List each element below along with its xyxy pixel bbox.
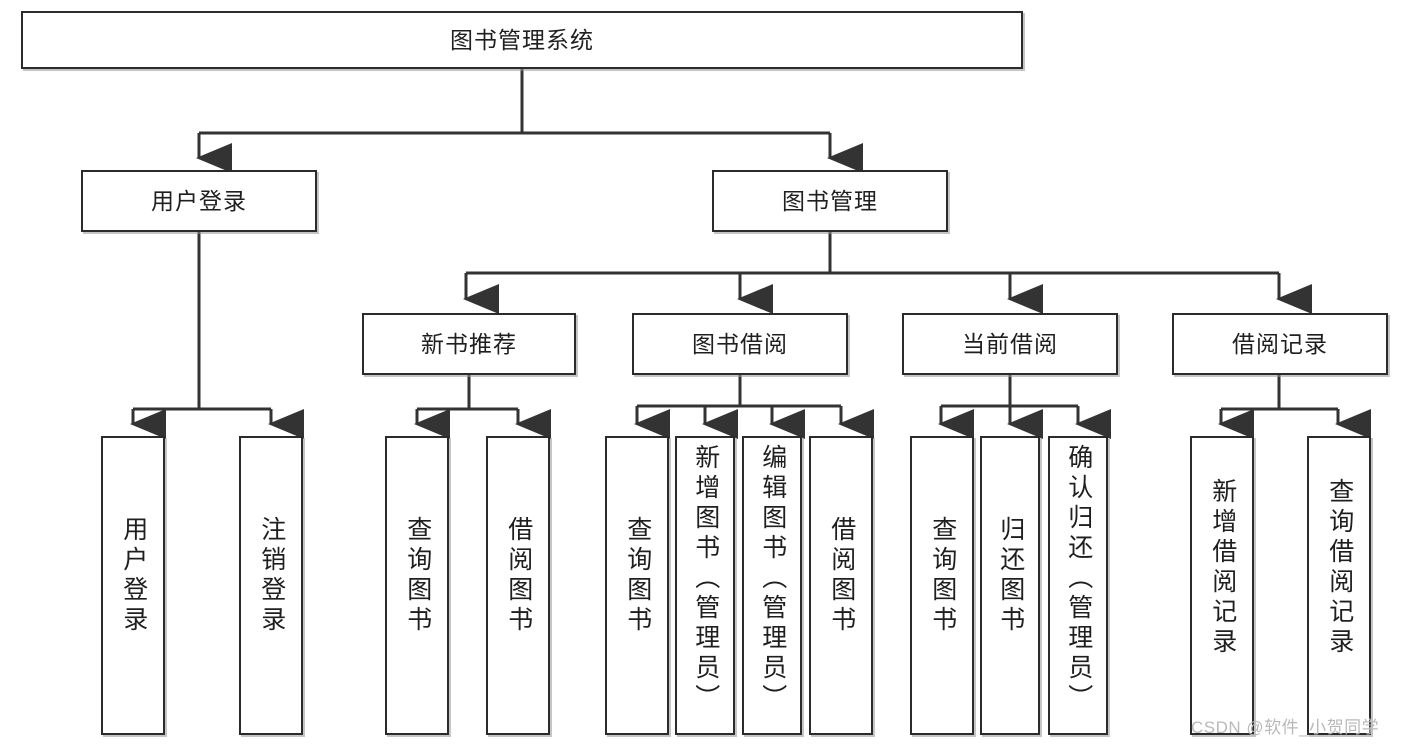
leaf-current-borrow-return[interactable]: 归还图书 (980, 436, 1040, 735)
node-user-login-label: 用户登录 (151, 187, 247, 214)
leaf-new-book-borrow[interactable]: 借阅图书 (486, 436, 550, 735)
leaf-label: 查询图书 (928, 516, 957, 636)
node-borrow-record[interactable]: 借阅记录 (1172, 313, 1388, 375)
node-borrow-record-label: 借阅记录 (1232, 330, 1328, 357)
leaf-label: 用户登录 (119, 516, 148, 636)
node-user-login[interactable]: 用户登录 (81, 170, 317, 232)
leaf-label: 归还图书 (996, 516, 1025, 636)
leaf-user-login-logout[interactable]: 注销登录 (239, 436, 303, 735)
leaf-label: 新增图书（管理员） (691, 444, 720, 714)
leaf-borrow-record-query[interactable]: 查询借阅记录 (1307, 436, 1371, 735)
leaf-label: 注销登录 (257, 516, 286, 636)
leaf-book-borrow-edit[interactable]: 编辑图书（管理员） (742, 436, 802, 735)
node-current-borrow[interactable]: 当前借阅 (902, 313, 1118, 375)
leaf-label: 查询借阅记录 (1325, 478, 1354, 658)
node-current-borrow-label: 当前借阅 (962, 330, 1058, 357)
node-book-management-label: 图书管理 (782, 187, 878, 214)
leaf-label: 编辑图书（管理员） (758, 444, 787, 714)
node-root[interactable]: 图书管理系统 (21, 11, 1023, 69)
leaf-label: 借阅图书 (827, 516, 856, 636)
leaf-label: 查询图书 (403, 516, 432, 636)
leaf-borrow-record-add[interactable]: 新增借阅记录 (1190, 436, 1254, 735)
leaf-current-borrow-query[interactable]: 查询图书 (910, 436, 974, 735)
leaf-book-borrow-borrow[interactable]: 借阅图书 (809, 436, 873, 735)
leaf-new-book-query[interactable]: 查询图书 (385, 436, 449, 735)
node-book-management[interactable]: 图书管理 (712, 170, 948, 232)
node-book-borrow[interactable]: 图书借阅 (632, 313, 848, 375)
leaf-label: 新增借阅记录 (1208, 478, 1237, 658)
leaf-book-borrow-add[interactable]: 新增图书（管理员） (675, 436, 735, 735)
node-new-book-recommend[interactable]: 新书推荐 (362, 313, 576, 375)
node-new-book-recommend-label: 新书推荐 (421, 330, 517, 357)
leaf-label: 确认归还（管理员） (1064, 444, 1093, 714)
leaf-user-login-login[interactable]: 用户登录 (101, 436, 165, 735)
leaf-label: 借阅图书 (504, 516, 533, 636)
node-book-borrow-label: 图书借阅 (692, 330, 788, 357)
leaf-book-borrow-query[interactable]: 查询图书 (605, 436, 669, 735)
leaf-label: 查询图书 (623, 516, 652, 636)
csdn-watermark: CSDN @软件_小贺同学 (1191, 718, 1380, 737)
node-root-label: 图书管理系统 (450, 26, 594, 53)
leaf-current-borrow-confirm[interactable]: 确认归还（管理员） (1048, 436, 1108, 735)
